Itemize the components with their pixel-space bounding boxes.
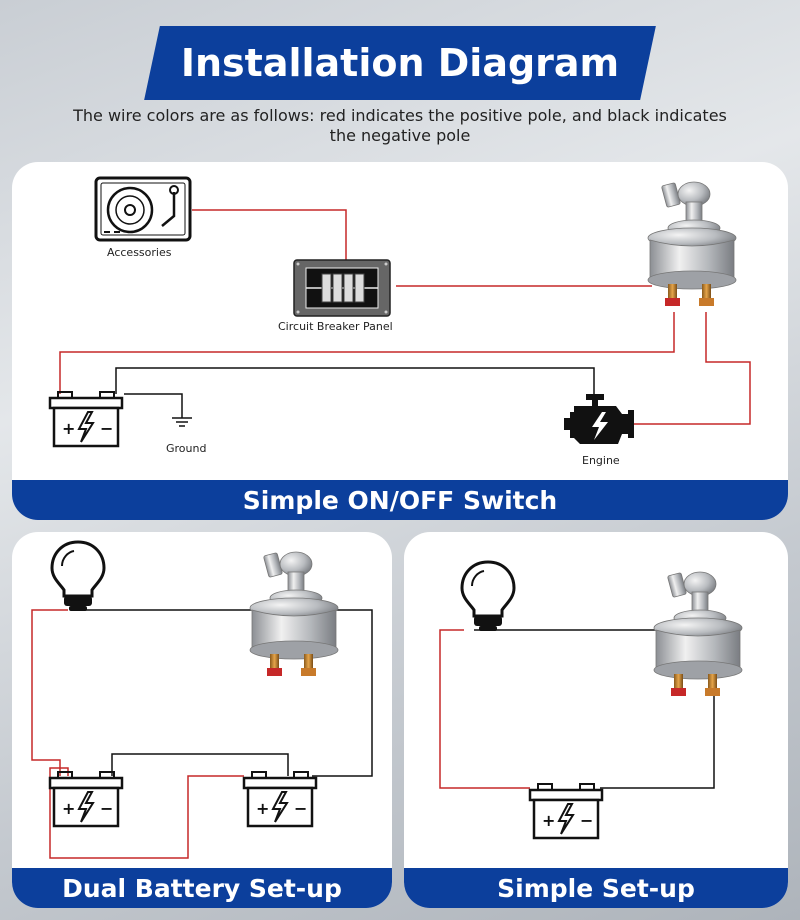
circuit-breaker-icon bbox=[293, 259, 391, 317]
wire-bulb-to-battery-positive bbox=[31, 609, 68, 776]
battery-icon bbox=[48, 390, 124, 448]
label-circuit-breaker: Circuit Breaker Panel bbox=[278, 320, 393, 333]
wire-battery1-to-switch-negative bbox=[49, 767, 244, 859]
panel-simple-switch: Accessories Circuit Breaker Panel Ground… bbox=[12, 162, 788, 520]
panel-simple-setup: Simple Set-up bbox=[404, 532, 788, 908]
battery-icon bbox=[528, 782, 604, 840]
wire-switch-to-engine bbox=[628, 312, 751, 425]
label-accessories: Accessories bbox=[107, 246, 172, 259]
wire-battery-link bbox=[111, 753, 289, 776]
engine-icon bbox=[564, 394, 634, 444]
ground-icon bbox=[172, 417, 192, 427]
simple-switch-diagram bbox=[48, 176, 751, 448]
wire-bulb-to-switch bbox=[474, 629, 715, 789]
label-engine: Engine bbox=[582, 454, 620, 467]
wire-bulb-to-switch bbox=[76, 609, 373, 777]
light-bulb-icon bbox=[50, 540, 106, 613]
battery-switch-icon bbox=[249, 551, 339, 677]
page-subtitle: The wire colors are as follows: red indi… bbox=[73, 106, 727, 145]
simple-setup-diagram bbox=[439, 560, 743, 840]
light-bulb-icon bbox=[460, 560, 516, 633]
battery-switch-icon bbox=[647, 181, 737, 307]
panel-dual-battery: Dual Battery Set-up bbox=[12, 532, 392, 908]
panel-title-dual-battery: Dual Battery Set-up bbox=[12, 868, 392, 908]
wire-switch-to-battery bbox=[59, 312, 675, 394]
battery-icon bbox=[48, 770, 124, 828]
turntable-icon bbox=[94, 176, 192, 242]
page-title: Installation Diagram bbox=[180, 41, 620, 85]
wire-accessories-to-breaker bbox=[192, 209, 347, 262]
panel-title-simple-setup: Simple Set-up bbox=[404, 868, 788, 908]
dual-battery-diagram bbox=[31, 540, 373, 859]
label-ground: Ground bbox=[166, 442, 207, 455]
wire-battery-to-ground bbox=[124, 393, 183, 418]
battery-icon bbox=[242, 770, 318, 828]
panel-title-simple-switch: Simple ON/OFF Switch bbox=[12, 480, 788, 520]
wire-battery-to-engine bbox=[115, 367, 595, 396]
battery-switch-icon bbox=[653, 571, 743, 697]
wire-bulb-to-battery bbox=[439, 629, 530, 789]
